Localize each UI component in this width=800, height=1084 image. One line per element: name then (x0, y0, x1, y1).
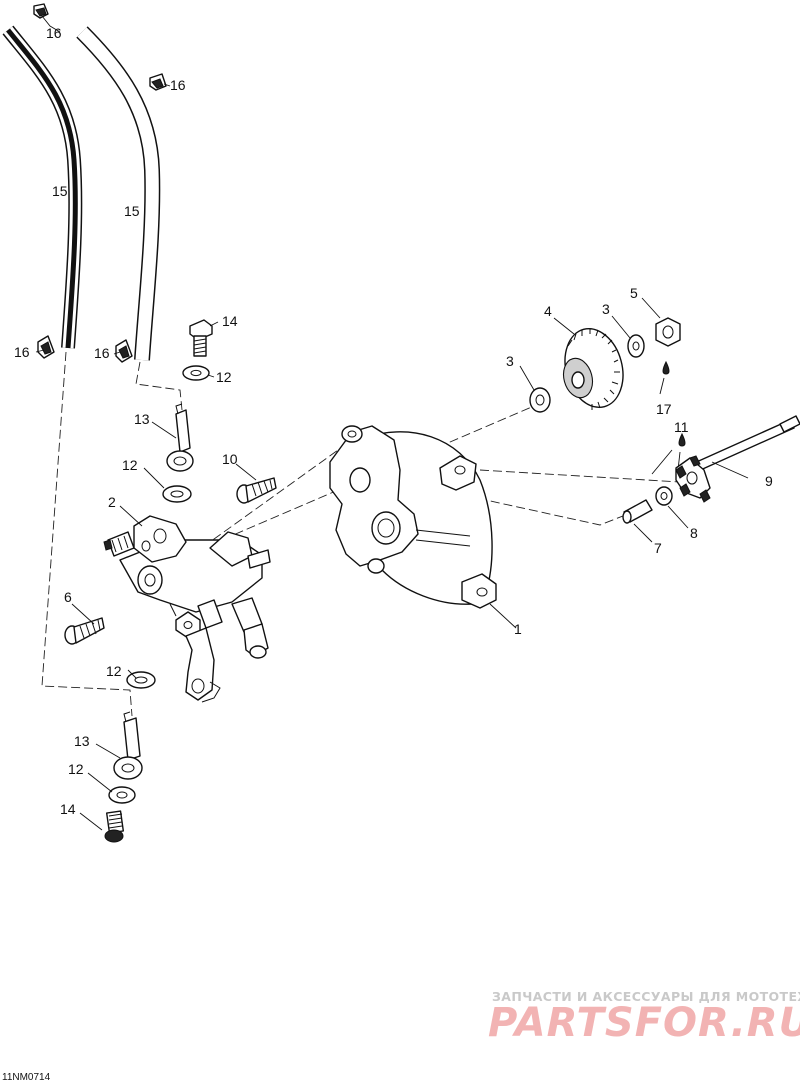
drive-gear (562, 327, 624, 410)
callout-15: 15 (124, 203, 140, 219)
hex-nut (655, 317, 681, 347)
sealing-washer (108, 786, 136, 804)
loctite-drop-icon (678, 432, 686, 447)
callout-2: 2 (108, 494, 116, 510)
screw-6 (64, 617, 105, 645)
oil-pump-housing-cover (329, 425, 497, 609)
loctite-drop-icon (662, 360, 670, 375)
dowel-pin (622, 499, 653, 524)
banjo-bolt-top (189, 319, 213, 357)
callout-4: 4 (544, 303, 552, 319)
callout-16: 16 (46, 25, 62, 41)
callout-7: 7 (654, 540, 662, 556)
callout-10: 10 (222, 451, 238, 467)
callout-14: 14 (222, 313, 238, 329)
sealing-washer (162, 485, 192, 503)
callout-13: 13 (74, 733, 90, 749)
oil-hose-left (2, 25, 83, 349)
drawing-code: 11NM0714 (2, 1072, 51, 1083)
callout-13: 13 (134, 411, 150, 427)
callout-12: 12 (122, 457, 138, 473)
pump-drive-shaft (675, 415, 800, 503)
callout-labels: 1 2 3 3 4 5 6 7 8 9 10 11 12 12 12 12 13… (14, 25, 773, 817)
callout-12: 12 (106, 663, 122, 679)
leader-lines (35, 15, 749, 831)
flat-washer (655, 486, 673, 506)
hose-clamp-icon (115, 339, 133, 363)
callout-17: 17 (656, 401, 672, 417)
watermark-tagline: ЗАПЧАСТИ И АКСЕССУАРЫ ДЛЯ МОТОТЕХНИКИ (492, 989, 800, 1004)
banjo-fitting-lower (113, 711, 143, 780)
callout-5: 5 (630, 285, 638, 301)
hose-clamp-icon (37, 335, 55, 359)
callout-14: 14 (60, 801, 76, 817)
callout-15: 15 (52, 183, 68, 199)
callout-12: 12 (216, 369, 232, 385)
callout-11: 11 (674, 419, 689, 435)
oil-hose-right (76, 26, 161, 361)
callout-6: 6 (64, 589, 72, 605)
hose-clamp-icon (149, 73, 167, 91)
callout-3: 3 (602, 301, 610, 317)
callout-8: 8 (690, 525, 698, 541)
banjo-bolt-bottom (104, 810, 125, 843)
callout-16: 16 (94, 345, 110, 361)
oil-pump-assembly (103, 515, 271, 703)
callout-9: 9 (765, 473, 773, 489)
callout-16: 16 (170, 77, 186, 93)
thrust-washer (529, 387, 551, 413)
hose-clamp-icon (33, 3, 49, 19)
thrust-washer (627, 334, 645, 358)
callout-16: 16 (14, 344, 30, 360)
sealing-washer (182, 365, 210, 381)
callout-12: 12 (68, 761, 84, 777)
banjo-fitting-upper (166, 403, 194, 472)
callout-1: 1 (514, 621, 522, 637)
watermark-brand: PARTSFOR.RU (488, 1000, 800, 1046)
screw-10 (236, 477, 277, 504)
sealing-washer (126, 671, 156, 689)
watermark: ЗАПЧАСТИ И АКСЕССУАРЫ ДЛЯ МОТОТЕХНИКИ PA… (488, 989, 800, 1046)
callout-3: 3 (506, 353, 514, 369)
